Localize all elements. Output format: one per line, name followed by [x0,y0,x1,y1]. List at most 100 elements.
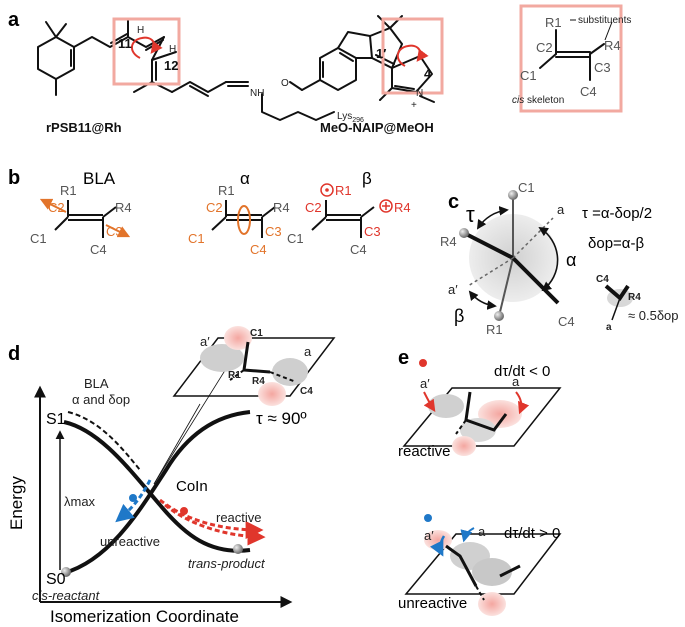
beta-c1: C1 [287,231,304,246]
zoom-pointer-2 [153,403,201,485]
e-unreactive-plane [404,533,562,595]
skeleton-r1: R1 [545,15,562,30]
e-reactive-aprime: a′ [420,376,430,391]
s1-curve [63,420,251,553]
e-unreactive-blob-4 [478,592,506,616]
newman-ball-r4 [459,228,469,238]
e-unreactive-arrow-2 [460,527,475,543]
rate-pos-label: dτ/dt > 0 [504,525,560,542]
d-unreactive-label: unreactive [100,534,160,549]
lambda-label: λmax [64,494,96,509]
bla-arrow-c3 [105,224,131,238]
reactive-path-2 [164,503,266,546]
h-label-2: H [169,44,176,55]
e-reactive-label: reactive [398,443,451,460]
d-alpha-delta-label: α and δop [72,392,130,407]
d-inset-aprime: a′ [200,334,210,349]
e-unreactive-a: a [478,524,486,539]
trans-product-ball [233,544,243,554]
e-unreactive-aprime: a′ [424,528,434,543]
title-beta: β [362,169,372,188]
bla-structure [54,200,117,238]
skeleton-r4: R4 [604,38,621,53]
unreactive-dot [129,494,137,502]
newman-ball-c1 [508,190,518,200]
skeleton-c2: C2 [536,40,553,55]
newman-ball-r1 [494,311,504,321]
e-unreactive-label: unreactive [398,595,467,612]
tau90-label: τ ≈ 90º [256,409,307,428]
substituents-pointer-2 [604,21,613,41]
d-bla-label: BLA [84,376,109,391]
e-reactive-blob-4 [452,436,476,456]
d-inset-r1: R1 [228,370,241,381]
cis-skeleton-structure [539,29,605,81]
panel-a-label: a [8,9,20,31]
e-unreactive-arrow-1 [429,535,446,557]
o-label: O [281,78,289,89]
highlight-box-1p-4 [381,17,444,95]
beta-c2: C2 [305,200,322,215]
bla-arrow-c2 [39,198,67,213]
bla-c4: C4 [90,242,107,257]
plus-label: + [411,100,417,111]
title-bla: BLA [83,169,116,188]
rate-neg-label: dτ/dt < 0 [494,363,550,380]
beta-dot-center-icon [325,188,329,192]
d-inset-c4: C4 [300,386,313,397]
reactive-dot [180,507,188,515]
rotation-arrow-1p-4 [396,44,429,67]
panel-c-label: c [448,191,459,213]
panel-c: c τ α β a a′ C1 C4 R1 R4 τ =α-δop/2 δop=… [440,180,679,337]
beta-dot-out-icon [320,183,334,197]
skeleton-c4: C4 [580,84,597,99]
d-inset-bonds [242,341,271,374]
tau-equation: τ =α-δop/2 [582,205,652,222]
beta-r4: R4 [394,200,411,215]
s0-curve [63,410,251,575]
e-reactive-dashed [455,419,467,435]
s0-label: S0 [46,571,66,588]
beta-structure [311,200,375,238]
half-delta-label: ≈ 0.5δop [628,308,679,323]
c-aprime-label: a′ [448,282,458,297]
c-a-label: a [557,202,565,217]
meo-naip-structure [289,15,435,103]
newman-bond-c4 [511,256,560,305]
e-unreactive-bonds-2 [499,564,521,578]
cis-skeleton-box [519,4,623,113]
beta-plus-icon [379,199,393,213]
lys-label: Lys296 [337,111,364,124]
trans-product-label: trans-product [188,556,266,571]
alpha-structure [211,200,276,238]
bla-c2: C2 [48,200,65,215]
e-reactive-arrow-2 [515,391,530,415]
c-r1-label: R1 [486,322,503,337]
s1-label: S1 [46,411,66,428]
unreactive-path [115,479,152,523]
beta-r1: R1 [335,183,352,198]
alpha-r1: R1 [218,183,235,198]
rotation-arrow-11-12 [131,36,163,59]
beta-c4: C4 [350,242,367,257]
d-inset-blob-2 [272,358,308,386]
title-alpha: α [240,169,250,188]
bla-c1: C1 [30,231,47,246]
e-reactive-plane [402,387,562,447]
panel-a: a 11 12 [8,4,631,135]
tau-symbol: τ [466,202,475,227]
e-unreactive-blob-3 [472,558,512,586]
h-label-1: H [137,25,144,36]
bla-dashed-path [67,411,141,471]
panel-e-label: e [398,347,409,369]
atom-1p-label: 1′ [376,46,386,61]
tau-arc [476,206,509,230]
alpha-c2: C2 [206,200,223,215]
newman-bond-r4 [465,232,514,260]
bla-r1: R1 [60,183,77,198]
x-axis-label: Isomerization Coordinate [50,607,239,626]
d-inset-dashed-2 [229,369,245,381]
c-c1-label: C1 [518,180,535,195]
panel-b: b BLA α β R1 R4 C2 C3 C1 C4 R [8,167,411,257]
